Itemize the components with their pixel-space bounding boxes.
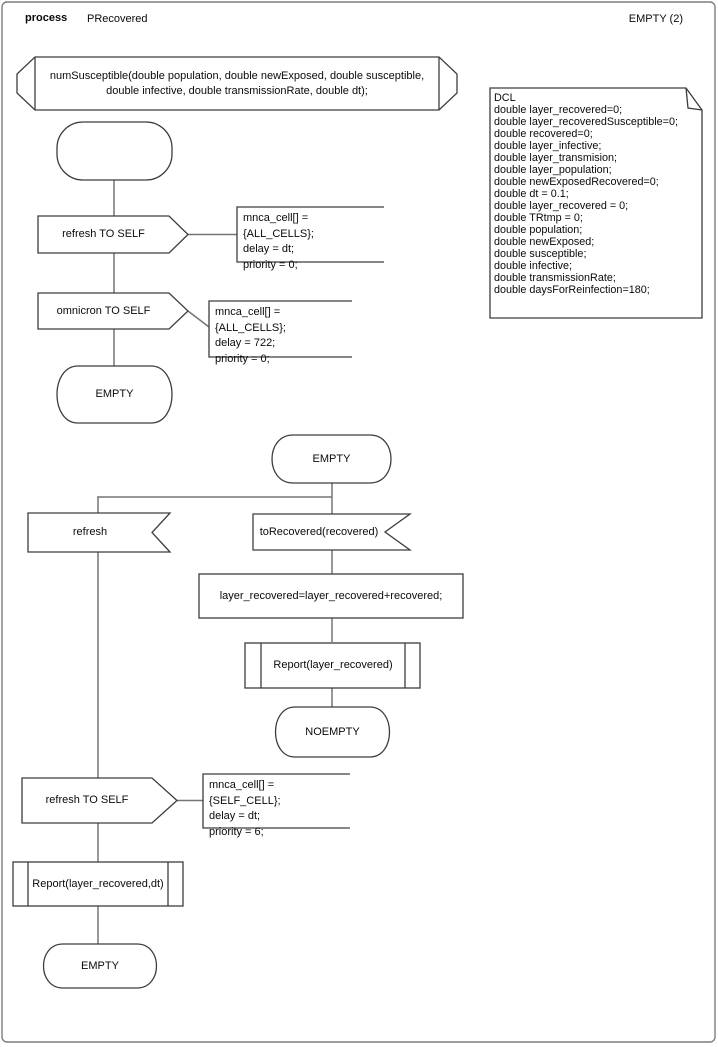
start-symbol[interactable] <box>56 121 173 181</box>
comment-bracket-omnicron[interactable] <box>208 300 352 358</box>
procedure-signature-symbol[interactable] <box>16 56 458 111</box>
output-symbol-refresh-to-self-2[interactable] <box>21 777 178 824</box>
state-symbol-empty-3[interactable] <box>42 943 158 989</box>
connector-comment <box>187 310 210 328</box>
comment-omnicron-text: mnca_cell[] = {ALL_CELLS}; delay = 722; … <box>215 306 286 365</box>
state-symbol-empty-2[interactable] <box>271 434 392 484</box>
comment-refresh-2-text: mnca_cell[] = {SELF_CELL}; delay = dt; p… <box>209 779 281 838</box>
input-symbol-refresh[interactable] <box>27 512 172 553</box>
dcl-declarations-text: DCL double layer_recovered=0; double lay… <box>494 92 678 296</box>
comment-bracket-refresh[interactable] <box>236 206 384 263</box>
state-symbol-empty-1[interactable] <box>56 365 173 424</box>
state-symbol-noempty[interactable] <box>275 706 390 758</box>
connector-group <box>97 180 333 944</box>
process-name: PRecovered <box>87 13 148 25</box>
process-kind-label: process <box>25 12 68 24</box>
comment-bracket-refresh-2[interactable] <box>202 773 350 829</box>
procedure-call-symbol-report-dt[interactable] <box>12 861 184 907</box>
procedure-call-symbol-report[interactable] <box>244 642 421 689</box>
page-label: EMPTY (2) <box>628 13 683 25</box>
task-symbol-layer-recovered[interactable] <box>198 573 464 619</box>
input-symbol-torecovered[interactable] <box>252 513 413 551</box>
dcl-fold-corner <box>685 87 703 111</box>
output-symbol-refresh-to-self[interactable] <box>37 215 189 254</box>
comment-refresh-text: mnca_cell[] = {ALL_CELLS}; delay = dt; p… <box>243 212 314 271</box>
output-symbol-omnicron-to-self[interactable] <box>37 292 189 330</box>
dcl-text-symbol[interactable] <box>489 87 703 319</box>
